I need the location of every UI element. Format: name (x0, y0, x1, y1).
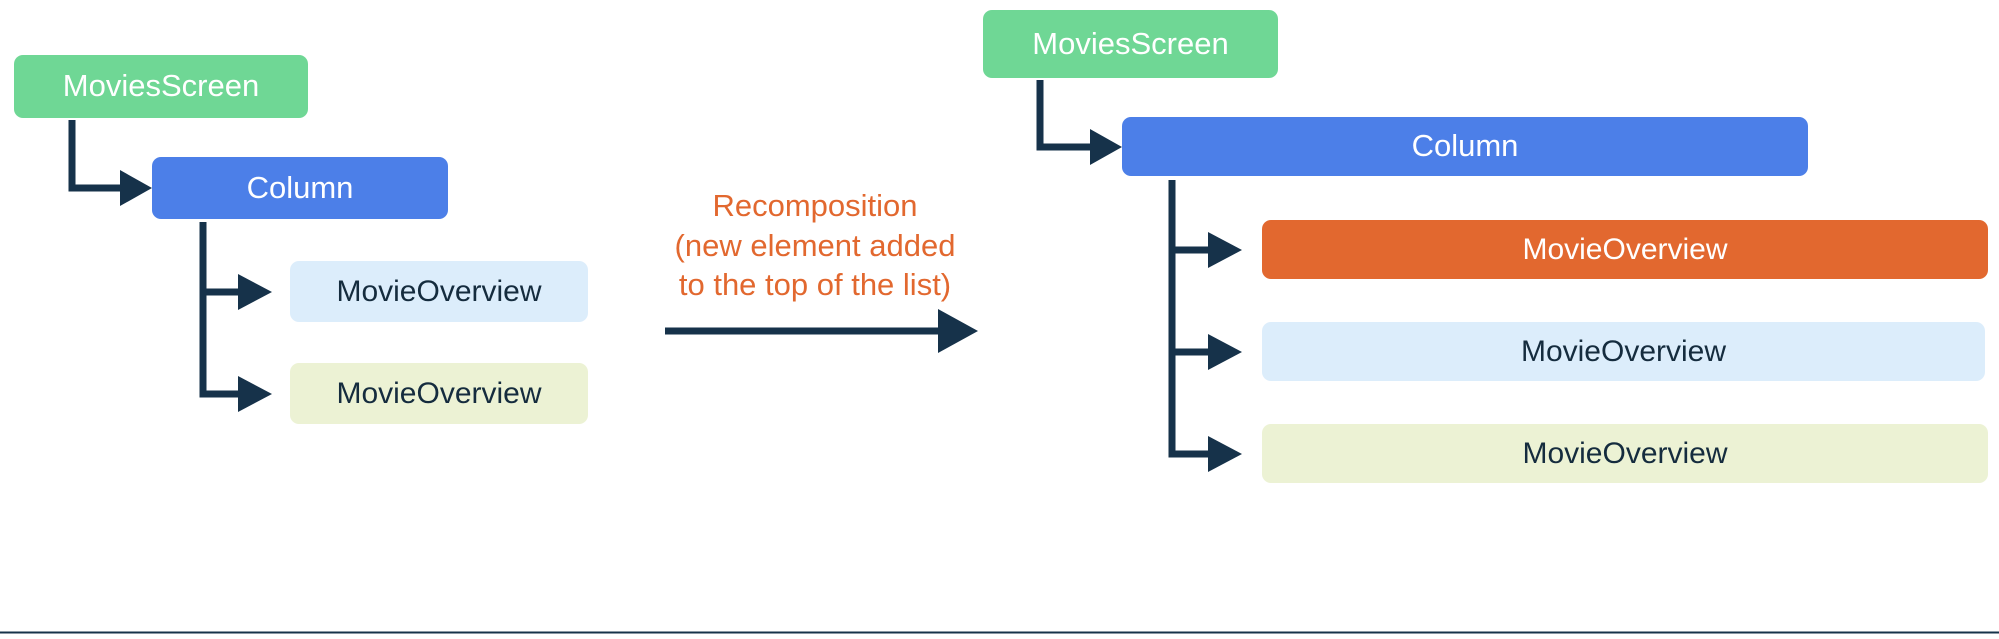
right-node-column[interactable]: Column (1122, 117, 1808, 176)
right-edge-column-to-overview-1 (1168, 180, 1242, 268)
recomposition-arrow (665, 309, 978, 353)
arrowhead-icon (1090, 129, 1122, 165)
right-edge-moviesscreen-to-column (1036, 80, 1122, 165)
left-node-movie-overview-1-label: MovieOverview (336, 275, 542, 308)
right-node-movie-overview-1[interactable]: MovieOverview (1262, 220, 1988, 279)
left-node-column-label: Column (246, 169, 354, 205)
left-node-movies-screen-label: MoviesScreen (62, 68, 260, 104)
right-node-movie-overview-1-label: MovieOverview (1522, 233, 1728, 266)
right-node-movies-screen-label: MoviesScreen (1032, 25, 1229, 61)
left-node-movie-overview-2[interactable]: MovieOverview (290, 363, 588, 424)
recomposition-caption-line-2: (new element added (674, 227, 956, 263)
left-node-column[interactable]: Column (152, 157, 448, 219)
right-node-column-label: Column (1411, 128, 1519, 164)
right-edge-column-to-overview-2 (1168, 250, 1242, 370)
arrowhead-icon (238, 376, 272, 412)
arrowhead-icon (238, 274, 272, 310)
right-node-movie-overview-2[interactable]: MovieOverview (1262, 322, 1985, 381)
right-edge-column-to-overview-3 (1168, 352, 1242, 472)
right-node-movie-overview-2-label: MovieOverview (1520, 335, 1727, 368)
recomposition-caption: Recomposition (new element added to the … (660, 186, 970, 305)
arrowhead-icon (1208, 436, 1242, 472)
left-edge-column-to-overview-1 (199, 222, 272, 310)
left-edge-column-to-overview-2 (199, 292, 272, 412)
arrowhead-icon (120, 170, 152, 206)
arrowhead-icon (1208, 232, 1242, 268)
left-node-movies-screen[interactable]: MoviesScreen (14, 55, 308, 118)
left-node-movie-overview-2-label: MovieOverview (336, 377, 542, 410)
arrowhead-icon (1208, 334, 1242, 370)
right-node-movie-overview-3[interactable]: MovieOverview (1262, 424, 1988, 483)
left-edge-moviesscreen-to-column (68, 120, 152, 206)
left-node-movie-overview-1[interactable]: MovieOverview (290, 261, 588, 322)
recomposition-caption-line-3: to the top of the list) (678, 267, 952, 303)
recomposition-caption-line-1: Recomposition (712, 188, 918, 223)
right-node-movie-overview-3-label: MovieOverview (1522, 437, 1728, 470)
right-node-movies-screen[interactable]: MoviesScreen (983, 10, 1278, 78)
arrowhead-icon (938, 309, 978, 353)
